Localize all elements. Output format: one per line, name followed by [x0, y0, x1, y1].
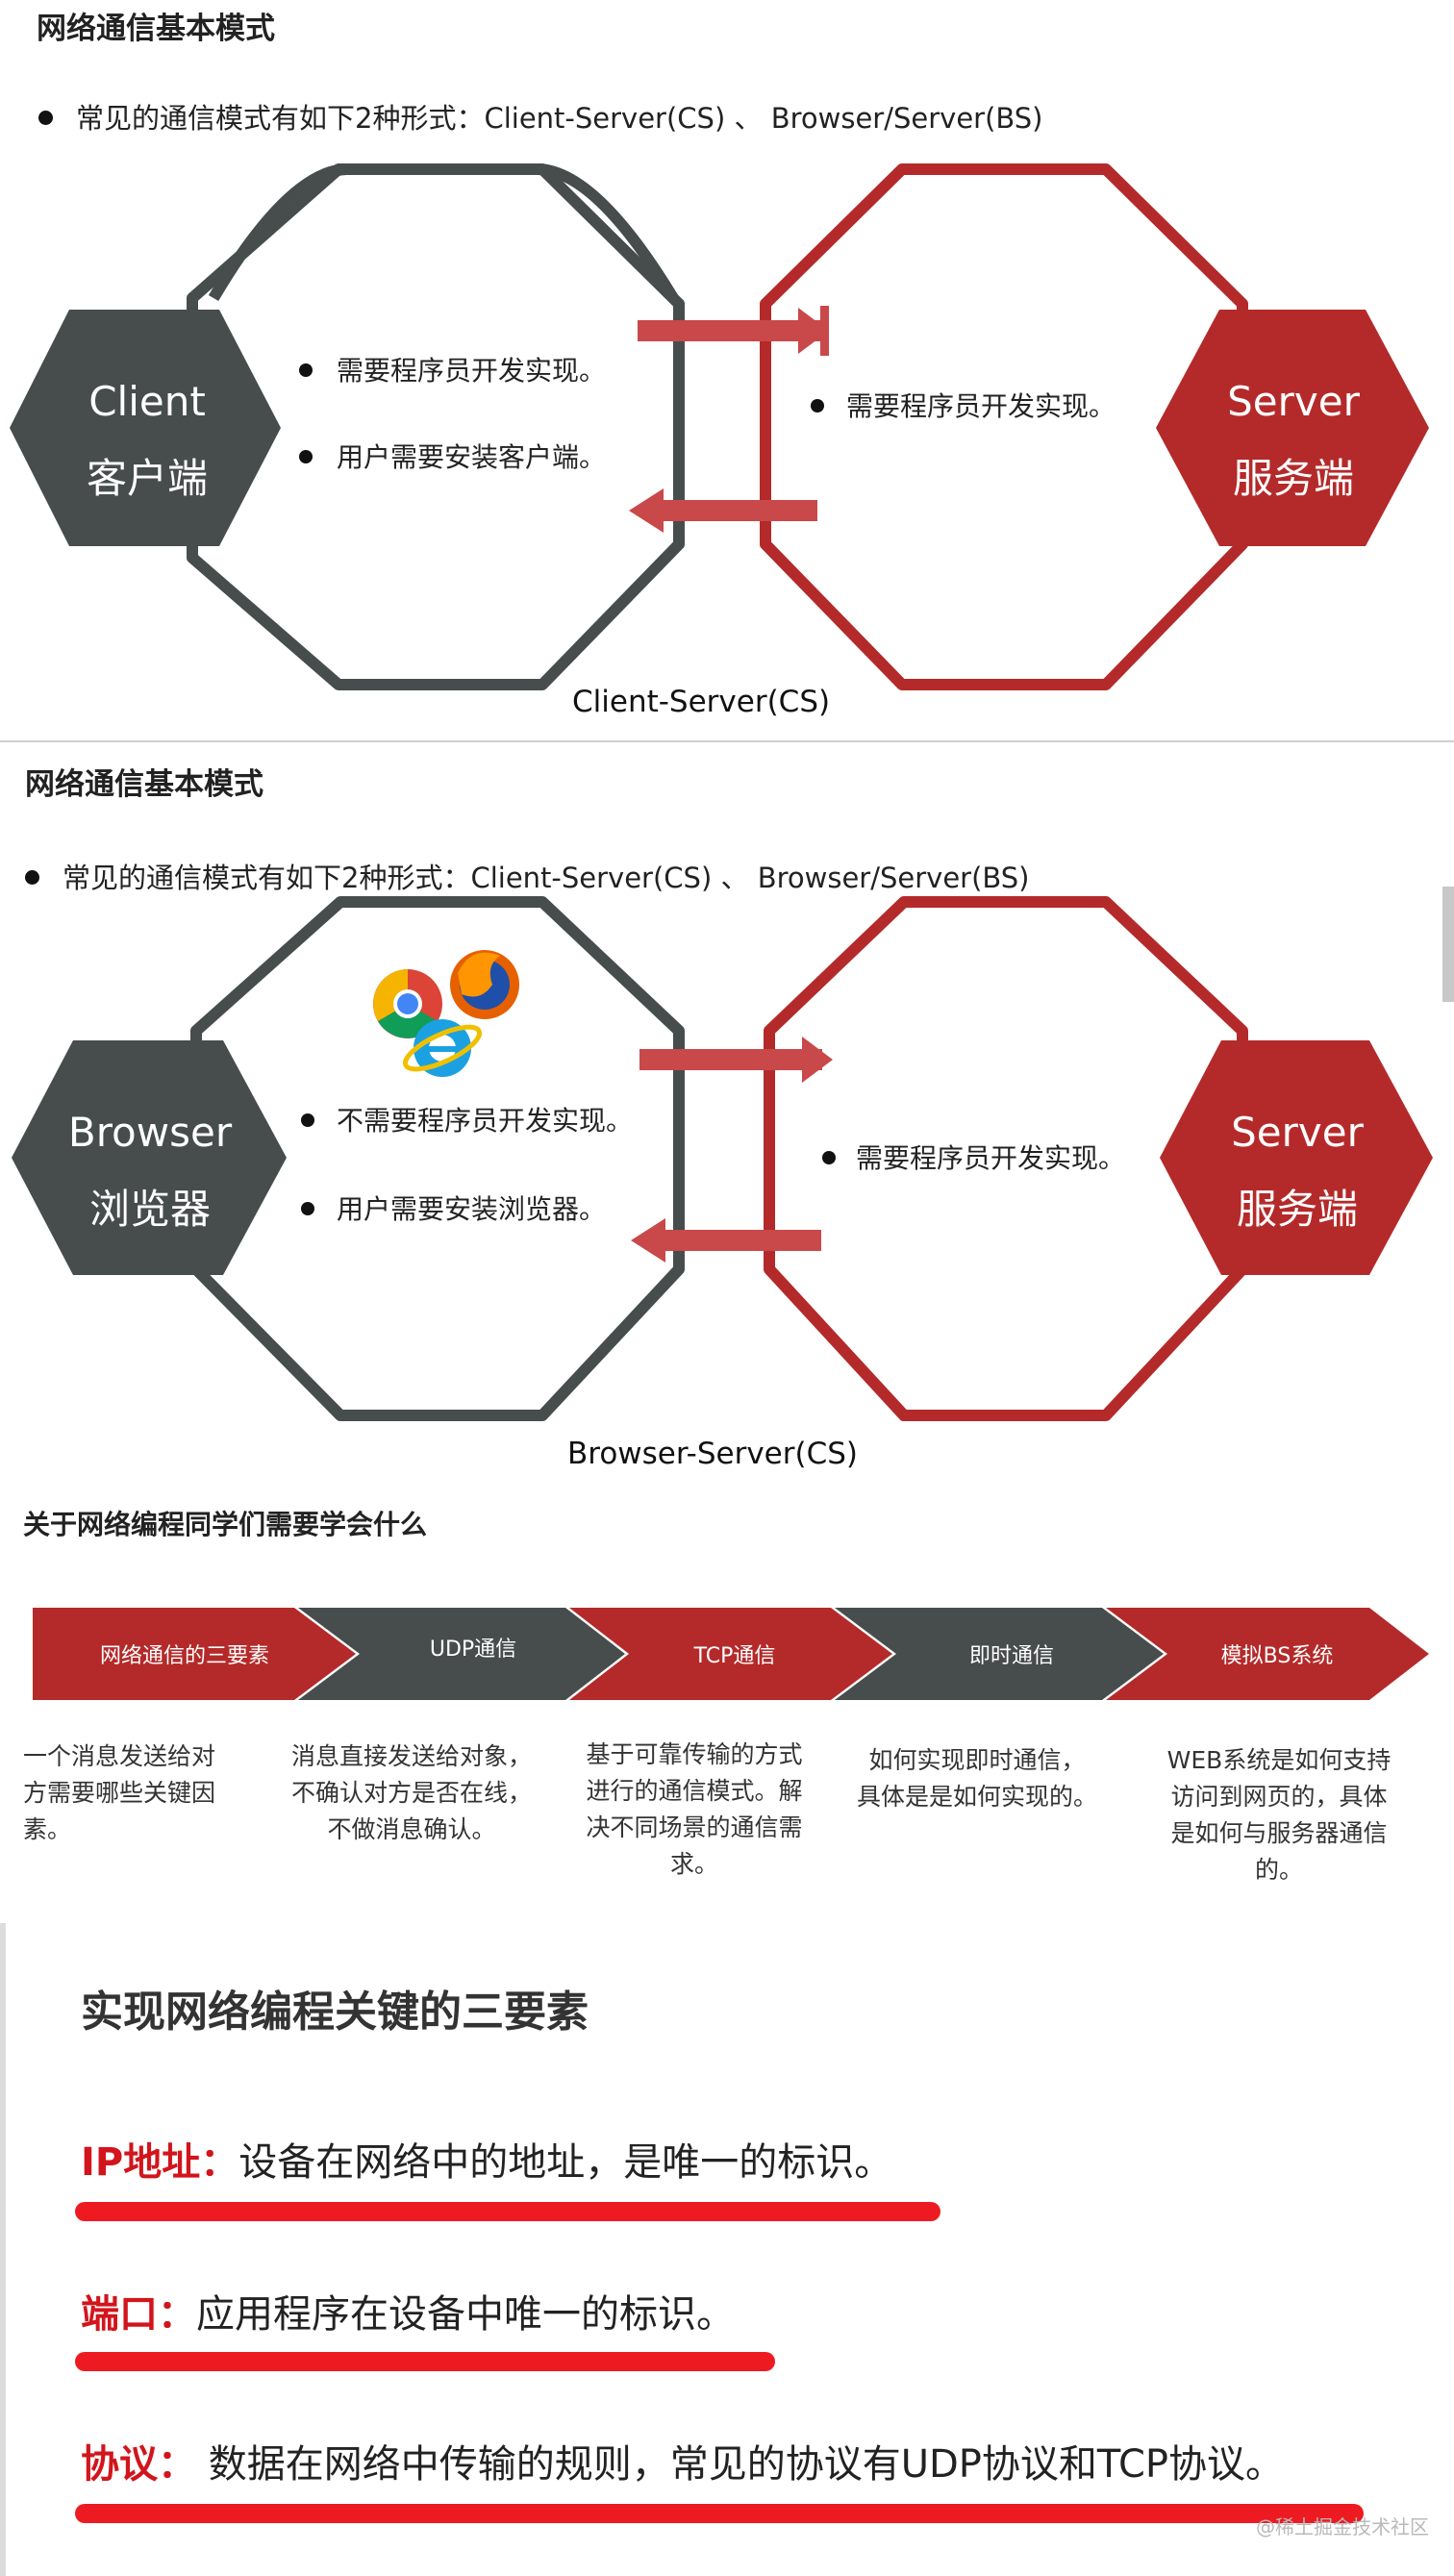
highlight-stroke: [75, 2202, 940, 2221]
browser-subtitle: 浏览器: [89, 1186, 211, 1233]
step-desc-5: WEB系统是如何支持访问到网页的，具体是如何与服务器通信的。: [1166, 1746, 1391, 1884]
element-ip-text: 设备在网络中的地址，是唯一的标识。: [238, 2140, 893, 2185]
highlight-stroke: [75, 2504, 1364, 2523]
cs-intro-text: 常见的通信模式有如下2种形式：Client-Server(CS) 、 Brows…: [76, 102, 1043, 135]
bullet-dot: [822, 1151, 836, 1164]
highlight-stroke: [75, 2352, 775, 2371]
server-badge-hexagon: [1160, 1040, 1433, 1275]
browser-hexagon-outline: [190, 896, 685, 1421]
cs-section-title: 网络通信基本模式: [37, 12, 275, 46]
step-desc-1: 一个消息发送给对方需要哪些关键因素。: [23, 1742, 216, 1843]
elements-section-title: 实现网络编程关键的三要素: [81, 1988, 589, 2037]
learning-path-arrows: 网络通信的三要素 UDP通信 TCP通信 即时通信 模拟BS系统: [33, 1608, 1429, 1700]
element-port-text: 应用程序在设备中唯一的标识。: [196, 2292, 735, 2337]
three-elements-slide: 实现网络编程关键的三要素 IP地址：设备在网络中的地址，是唯一的标识。 端口：应…: [0, 1923, 1454, 2576]
browser-name: Browser: [68, 1109, 233, 1156]
client-badge-hexagon: [10, 310, 281, 546]
bullet-dot: [811, 399, 824, 413]
server-name: Server: [1227, 378, 1360, 425]
cs-caption: Client-Server(CS): [572, 685, 831, 719]
watermark: @稀土掘金技术社区: [1256, 2515, 1429, 2538]
client-name: Client: [88, 378, 206, 425]
element-port-label: 端口：: [81, 2292, 196, 2337]
step-arrow-3: TCP通信: [569, 1608, 892, 1700]
bullet-dot: [301, 1202, 314, 1215]
learn-section-title: 关于网络编程同学们需要学会什么: [23, 1509, 428, 1540]
browser-badge-hexagon: [12, 1040, 287, 1275]
step-arrow-5: 模拟BS系统: [1106, 1608, 1429, 1700]
client-point-1: 需要程序员开发实现。: [337, 355, 606, 387]
bullet-dot: [299, 450, 313, 463]
bullet-dot: [299, 363, 313, 377]
chrome-icon: [373, 969, 442, 1038]
step-desc-3: 基于可靠传输的方式进行的通信模式。解决不同场景的通信需求。: [586, 1740, 803, 1878]
bullet-dot: [38, 110, 53, 125]
step-label-2: UDP通信: [430, 1638, 516, 1662]
browser-point-1: 不需要程序员开发实现。: [337, 1105, 633, 1137]
element-ip-label: IP地址：: [81, 2140, 239, 2185]
client-subtitle: 客户端: [87, 455, 208, 502]
server-name: Server: [1231, 1109, 1364, 1156]
client-hexagon-cap: [208, 163, 679, 302]
side-decoration: [1442, 887, 1454, 1002]
step-label-3: TCP通信: [693, 1644, 776, 1668]
bs-intro-line: 常见的通信模式有如下2种形式：Client-Server(CS) 、 Brows…: [25, 856, 1030, 896]
step-label-1: 网络通信的三要素: [100, 1644, 269, 1668]
request-arrow: [639, 1037, 833, 1083]
request-arrow: [638, 306, 829, 356]
browser-point-2: 用户需要安装浏览器。: [337, 1193, 606, 1225]
element-ip: IP地址：设备在网络中的地址，是唯一的标识。: [81, 2131, 892, 2187]
step-label-4: 即时通信: [969, 1644, 1054, 1668]
server-badge-hexagon: [1156, 310, 1429, 546]
element-port: 端口：应用程序在设备中唯一的标识。: [81, 2283, 735, 2338]
step-arrow-1: 网络通信的三要素: [33, 1608, 356, 1700]
server-point-1: 需要程序员开发实现。: [856, 1142, 1125, 1174]
step-desc-4: 如何实现即时通信，具体是是如何实现的。: [856, 1746, 1097, 1811]
server-subtitle: 服务端: [1233, 455, 1354, 502]
element-protocol-text: 数据在网络中传输的规则，常见的协议有UDP协议和TCP协议。: [196, 2442, 1285, 2487]
cs-mode-slide: 网络通信基本模式 常见的通信模式有如下2种形式：Client-Server(CS…: [0, 0, 1454, 740]
server-point-1: 需要程序员开发实现。: [846, 390, 1116, 422]
step-arrow-4: 即时通信: [835, 1608, 1164, 1700]
step-label-5: 模拟BS系统: [1221, 1644, 1334, 1668]
bs-diagram: Browser 浏览器 Server 服务端 不需要程序员开发实现。 用户需要安…: [12, 896, 1433, 1421]
bs-section-title: 网络通信基本模式: [25, 767, 263, 802]
bullet-dot: [25, 869, 39, 885]
response-arrow: [629, 488, 817, 533]
server-subtitle: 服务端: [1237, 1186, 1358, 1233]
bs-caption: Browser-Server(CS): [567, 1437, 858, 1471]
learning-path-slide: 关于网络编程同学们需要学会什么 网络通信的三要素 UDP通信 TCP通信 即时通…: [0, 1490, 1454, 1923]
firefox-icon: [450, 950, 519, 1019]
step-desc-2: 消息直接发送给对象，不确认对方是否在线，不做消息确认。: [290, 1742, 532, 1843]
internet-explorer-icon: [402, 1019, 483, 1077]
left-border: [0, 1923, 6, 2576]
step-arrow-2: UDP通信: [298, 1608, 625, 1700]
bullet-dot: [301, 1113, 314, 1127]
element-protocol-label: 协议：: [81, 2442, 196, 2487]
element-protocol: 协议： 数据在网络中传输的规则，常见的协议有UDP协议和TCP协议。: [81, 2433, 1284, 2488]
cs-intro-line: 常见的通信模式有如下2种形式：Client-Server(CS) 、 Brows…: [38, 96, 1043, 137]
client-point-2: 用户需要安装客户端。: [337, 441, 606, 473]
response-arrow: [631, 1218, 821, 1263]
cs-diagram: Client 客户端 Server 服务端 需要程序员开发实现。 用户需要安装客…: [10, 163, 1429, 690]
bs-intro-text: 常见的通信模式有如下2种形式：Client-Server(CS) 、 Brows…: [63, 862, 1030, 894]
bs-mode-slide: 网络通信基本模式 常见的通信模式有如下2种形式：Client-Server(CS…: [0, 740, 1454, 1492]
